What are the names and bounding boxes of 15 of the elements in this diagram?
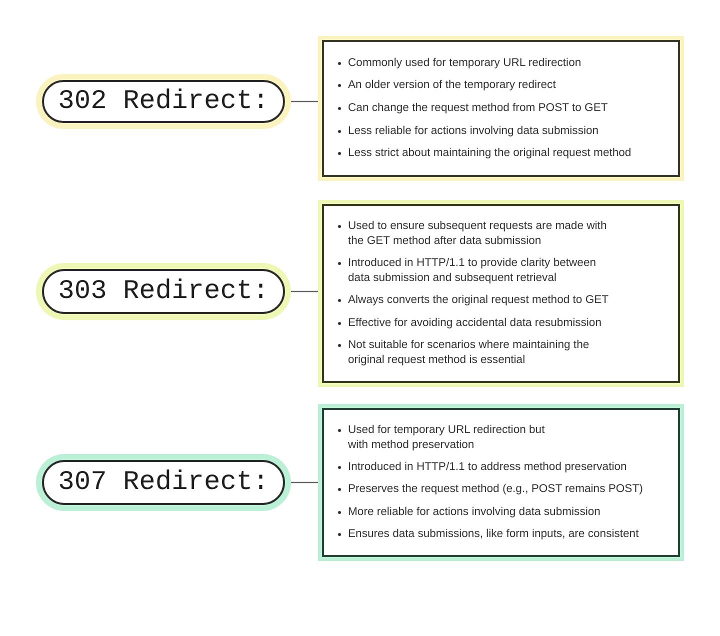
bullet-text: More reliable for actions involving data submission xyxy=(348,504,600,520)
bullet-text: An older version of the temporary redirect xyxy=(348,78,556,94)
bullet-text: Commonly used for temporary URL redirection xyxy=(348,56,582,71)
bullet-text: Not suitable for scenarios where maintaining the original request method is essential xyxy=(348,338,590,368)
bullet-text: Used to ensure subsequent requests are made with the GET method after data submission xyxy=(348,219,608,250)
bullet-text: Can change the request method from POST to GET xyxy=(348,100,608,116)
bullet-text: Introduced in HTTP/1.1 to address method preservation xyxy=(348,460,627,476)
bullet-text: Ensures data submissions, like form inputs, are consistent xyxy=(348,526,639,542)
bullet-text: Used for temporary URL redirection but with method preservation xyxy=(348,423,546,454)
bullet-text: Always converts the original request method to GET xyxy=(348,293,609,308)
bullet-text: Preserves the request method (e.g., POST remains POST) xyxy=(348,482,643,498)
bullet-text: Effective for avoiding accidental data resubmission xyxy=(348,316,602,331)
bullet-text: Introduced in HTTP/1.1 to provide clarity between data submission and subsequent retrieval xyxy=(348,256,598,286)
bullet-text: Less strict about maintaining the original request method xyxy=(348,146,632,162)
bullet-text: Less reliable for actions involving data submission xyxy=(348,124,599,139)
